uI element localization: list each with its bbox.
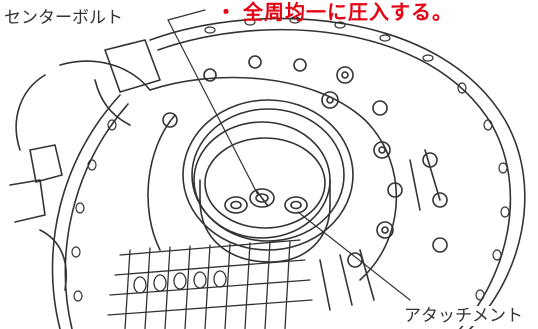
lower-ribbing [319, 149, 441, 311]
center-rotor [182, 99, 354, 263]
rim-holes [71, 16, 510, 302]
left-bracket [9, 39, 161, 291]
outer-rim-ring [51, 17, 526, 329]
attachment-leader [297, 211, 411, 301]
note-bullet: ・ [216, 0, 237, 24]
leader-lines [167, 9, 411, 301]
press-fit-note: ・全周均一に圧入する。 [216, 0, 453, 24]
hub-disc [147, 76, 398, 281]
note-text: 全周均一に圧入する。 [243, 0, 453, 24]
attachment-studs [224, 196, 308, 214]
center-bolt-label: センターボルト [2, 8, 125, 28]
bottom-grid [107, 239, 313, 329]
center-bolt-tick [167, 9, 206, 21]
attachment-label: アタッチメント [402, 306, 525, 326]
center-bolt-leader [167, 19, 259, 196]
disc-bolts [162, 55, 448, 268]
center-bolt [249, 188, 275, 208]
